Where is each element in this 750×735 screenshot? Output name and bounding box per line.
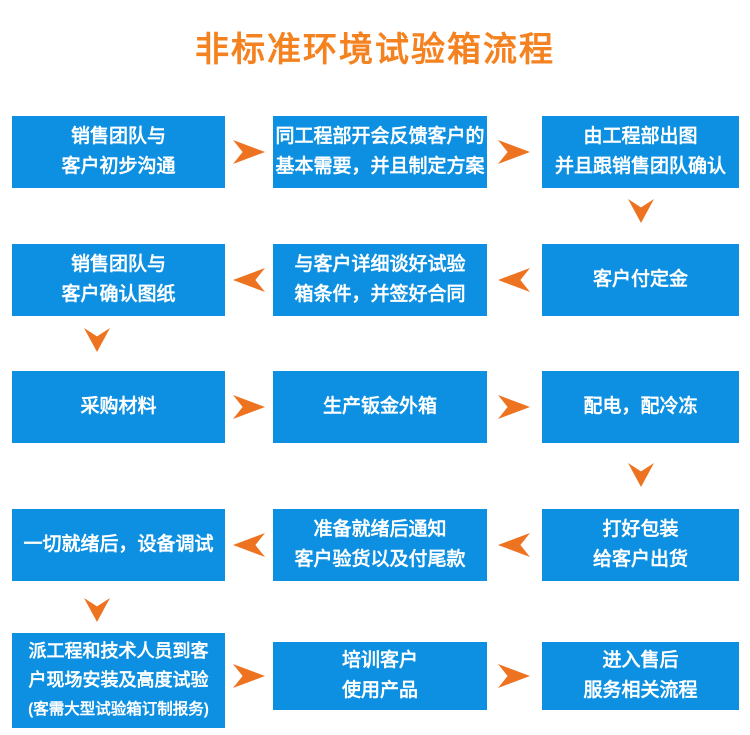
flow-step-material-purchase: 采购材料 bbox=[12, 371, 225, 443]
arrow-down-icon bbox=[84, 598, 110, 622]
step-text-line: 与客户详细谈好试验 bbox=[294, 254, 466, 275]
step-text-line: 并且跟销售团队确认 bbox=[554, 156, 726, 177]
page-title: 非标准环境试验箱流程 bbox=[195, 31, 555, 69]
arrow-right-icon bbox=[233, 395, 265, 419]
flow-step-power-refrigeration: 配电，配冷冻 bbox=[542, 371, 739, 443]
step-text-line: 给客户出货 bbox=[592, 549, 688, 570]
step-text-line: 同工程部开会反馈客户的 bbox=[275, 126, 485, 147]
step-text-line: 使用产品 bbox=[341, 680, 418, 701]
step-text-line: 客户初步沟通 bbox=[61, 156, 176, 177]
flow-step-contract-signing: 与客户详细谈好试验 箱条件，并签好合同 bbox=[273, 244, 487, 316]
step-text-line: 进入售后 bbox=[602, 650, 679, 671]
flow-step-after-sales: 进入售后 服务相关流程 bbox=[542, 642, 739, 710]
step-text-line: 生产钣金外箱 bbox=[322, 396, 437, 417]
step-text-line: 箱条件，并签好合同 bbox=[294, 284, 466, 305]
step-text-line: 准备就绪后通知 bbox=[313, 519, 447, 540]
arrow-left-icon bbox=[498, 533, 530, 557]
step-text-line: 客户付定金 bbox=[592, 269, 688, 290]
flow-step-inspection-final-payment: 准备就绪后通知 客户验货以及付尾款 bbox=[273, 509, 487, 581]
arrow-left-icon bbox=[498, 268, 530, 292]
arrow-right-icon bbox=[233, 664, 265, 688]
flow-step-deposit-payment: 客户付定金 bbox=[542, 244, 739, 316]
flow-step-initial-communication: 销售团队与 客户初步沟通 bbox=[12, 116, 225, 188]
arrow-right-icon bbox=[233, 140, 265, 164]
step-text-line: 由工程部出图 bbox=[583, 126, 698, 147]
step-text-line: 销售团队与 bbox=[70, 126, 166, 147]
step-text-line: 打好包装 bbox=[602, 519, 679, 540]
arrow-down-icon bbox=[628, 463, 654, 487]
step-text-line: 配电，配冷冻 bbox=[583, 396, 698, 417]
step-text-line: 客户验货以及付尾款 bbox=[294, 549, 466, 570]
arrow-right-icon bbox=[498, 140, 530, 164]
flow-step-drawing-confirmation: 销售团队与 客户确认图纸 bbox=[12, 244, 225, 316]
arrow-right-icon bbox=[498, 664, 530, 688]
arrow-down-icon bbox=[84, 328, 110, 352]
step-text-line: 客户确认图纸 bbox=[61, 284, 176, 305]
step-text-line: 销售团队与 bbox=[70, 254, 166, 275]
step-text-line: 采购材料 bbox=[80, 396, 157, 417]
flow-step-engineering-drawing: 由工程部出图 并且跟销售团队确认 bbox=[542, 116, 739, 188]
flow-step-equipment-debugging: 一切就绪后，设备调试 bbox=[12, 509, 225, 581]
step-text-line: (客需大型试验箱订制报务) bbox=[28, 701, 209, 718]
step-text-line: 服务相关流程 bbox=[583, 680, 698, 701]
step-text-line: 培训客户 bbox=[341, 650, 418, 671]
flow-step-requirements-meeting: 同工程部开会反馈客户的 基本需要，并且制定方案 bbox=[273, 116, 487, 188]
step-text-line: 户现场安装及高度试验 bbox=[28, 670, 209, 690]
flow-step-customer-training: 培训客户 使用产品 bbox=[273, 642, 487, 710]
flow-step-onsite-installation: 派工程和技术人员到客 户现场安装及高度试验 (客需大型试验箱订制报务) bbox=[12, 633, 225, 728]
arrow-right-icon bbox=[498, 395, 530, 419]
flow-step-sheet-metal-production: 生产钣金外箱 bbox=[273, 371, 487, 443]
step-text-line: 派工程和技术人员到客 bbox=[28, 641, 209, 661]
arrow-left-icon bbox=[233, 533, 265, 557]
step-text-line: 一切就绪后，设备调试 bbox=[23, 534, 214, 555]
arrow-left-icon bbox=[233, 268, 265, 292]
flow-step-packing-shipping: 打好包装 给客户出货 bbox=[542, 509, 739, 581]
step-text-line: 基本需要，并且制定方案 bbox=[275, 156, 485, 177]
arrow-down-icon bbox=[628, 199, 654, 223]
